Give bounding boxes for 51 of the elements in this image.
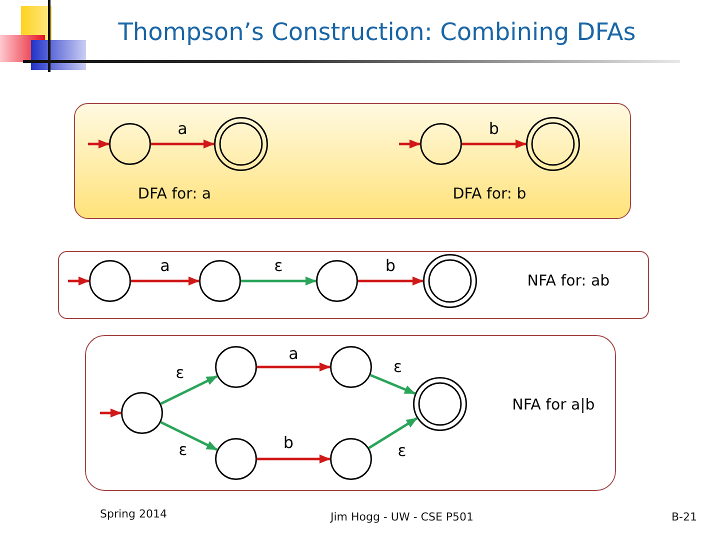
edge-label: ε: [274, 256, 283, 276]
automaton-panel: [74, 103, 631, 219]
state-circle: [330, 346, 372, 388]
transition-arrow: [151, 140, 214, 148]
transition-arrow: [160, 375, 218, 405]
accepting-state: [526, 116, 580, 170]
automaton-caption: NFA for: ab: [527, 272, 610, 290]
edge-label: ε: [176, 364, 184, 382]
edge-label: ε: [393, 358, 402, 377]
transition-arrow: [160, 421, 218, 451]
state-circle: [198, 260, 240, 302]
transition-arrow: [257, 362, 330, 372]
accepting-state: [422, 254, 476, 308]
edge-label: ε: [178, 440, 188, 460]
transition-arrow: [358, 276, 424, 286]
automaton-caption: DFA for: a: [138, 184, 212, 202]
automaton-caption: NFA for a|b: [512, 396, 595, 414]
automaton-panel: [85, 335, 616, 491]
transition-arrow: [370, 374, 416, 395]
footer-text: Jim Hogg - UW - CSE P501: [330, 512, 474, 524]
state-circle: [108, 122, 150, 164]
edge-label: ε: [398, 442, 406, 460]
edge-label: a: [178, 120, 188, 138]
footer-text: Spring 2014: [100, 508, 167, 522]
automaton-caption: DFA for: b: [452, 184, 526, 202]
state-circle: [88, 260, 130, 302]
start-arrow: [88, 140, 110, 148]
transition-arrow: [257, 454, 330, 464]
transition-arrow: [368, 417, 418, 450]
edge-label: b: [283, 434, 294, 452]
state-circle: [420, 122, 462, 164]
state-circle: [316, 260, 358, 302]
edge-label: a: [160, 256, 170, 276]
accepting-state: [214, 116, 268, 170]
edge-label: a: [288, 344, 298, 364]
start-arrow: [100, 408, 122, 418]
state-circle: [330, 438, 372, 480]
automaton-panel: [58, 251, 649, 319]
transition-arrow: [131, 276, 200, 286]
state-circle: [120, 392, 162, 434]
edge-label: b: [385, 256, 396, 276]
footer-text: B-21: [671, 512, 697, 524]
transition-arrow: [462, 140, 526, 148]
state-circle: [214, 438, 256, 480]
accepting-state: [412, 376, 466, 430]
edge-label: b: [488, 120, 500, 138]
start-arrow: [399, 140, 420, 148]
transition-arrow: [241, 276, 316, 286]
state-circle: [214, 346, 256, 388]
start-arrow: [68, 276, 90, 286]
slide-title: Thompson’s Construction: Combining DFAs: [118, 19, 636, 47]
